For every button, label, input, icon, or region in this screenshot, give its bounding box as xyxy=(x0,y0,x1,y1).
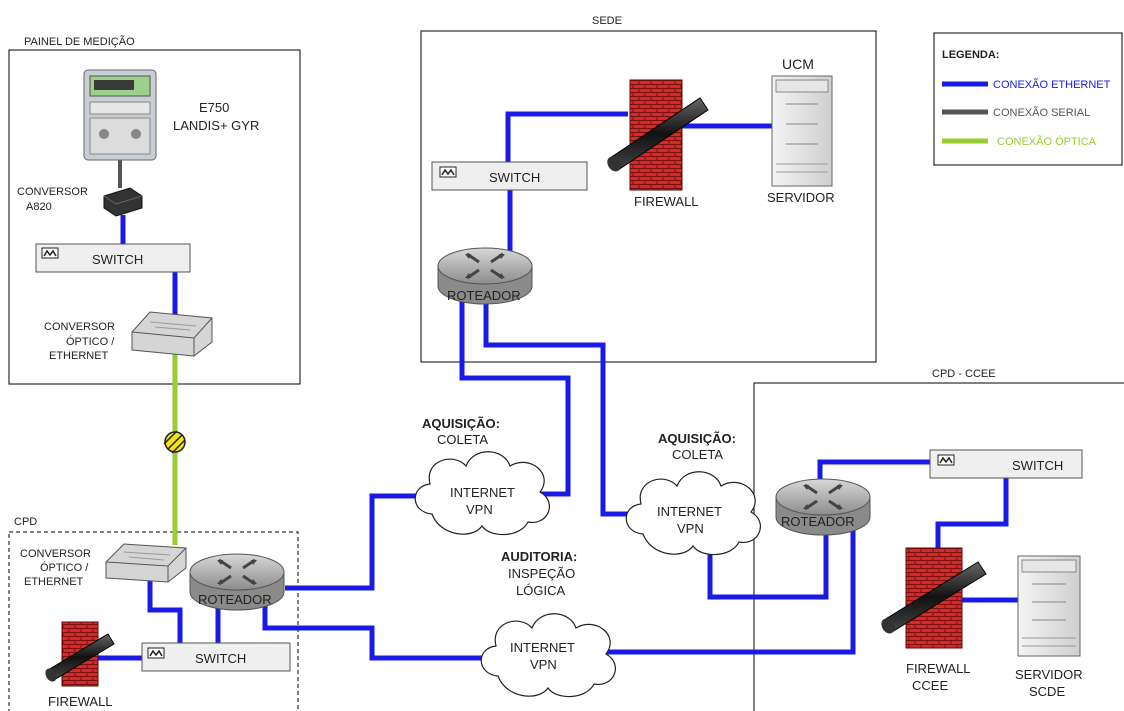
ccee-server-label-1: SERVIDOR xyxy=(1015,667,1083,682)
sede-server-icon xyxy=(771,75,833,187)
cloud1-line2: VPN xyxy=(466,502,493,517)
cloud1-head: AQUISIÇÃO: xyxy=(422,416,500,431)
converter-a820-label-2: A820 xyxy=(26,201,52,213)
painel-opt-label-1: CONVERSOR xyxy=(44,321,115,333)
sede-router-label: ROTEADOR xyxy=(447,288,521,303)
cloud2-line2: VPN xyxy=(677,521,704,536)
cloud-icon xyxy=(480,613,616,698)
cloud-2: AQUISIÇÃO: COLETA INTERNET VPN xyxy=(625,431,761,556)
eth-ccee-router-switch xyxy=(817,459,930,485)
cpd-switch-label: SWITCH xyxy=(195,651,246,666)
eth-cloud2-ccee-router xyxy=(707,532,829,600)
ccee-firewall-label-2: CCEE xyxy=(912,678,948,693)
converter-a820-label-1: CONVERSOR xyxy=(17,186,88,198)
cloud3-line2: VPN xyxy=(530,657,557,672)
meter-brand: LANDIS+ GYR xyxy=(173,118,259,133)
cpd-opt-label-3: ETHERNET xyxy=(24,576,84,588)
switch-icon xyxy=(147,647,165,659)
ccee-switch: SWITCH xyxy=(929,449,1083,479)
eth-sede-router-cloud2 xyxy=(483,302,636,517)
legend-serial: CONEXÃO SERIAL xyxy=(993,106,1090,119)
painel-opt-label-2: ÓPTICO / xyxy=(66,335,115,348)
painel-optical-converter-icon xyxy=(131,311,213,357)
ccee-switch-label: SWITCH xyxy=(1012,458,1063,473)
cloud1-line1: INTERNET xyxy=(450,485,515,500)
cloud2-sub: COLETA xyxy=(672,447,723,462)
cloud-1: AQUISIÇÃO: COLETA INTERNET VPN xyxy=(414,416,550,536)
eth-cpd-router-cloud1 xyxy=(285,493,428,591)
cpd-opt-label-2: ÓPTICO / xyxy=(40,561,89,574)
cpd-ccee-panel xyxy=(753,382,1124,711)
painel-switch: SWITCH xyxy=(35,243,191,273)
cpd-title: CPD xyxy=(14,516,37,528)
cloud3-head: AUDITORIA: xyxy=(501,549,577,564)
cpd-switch: SWITCH xyxy=(141,642,291,672)
cloud3-sub2: LÓGICA xyxy=(516,583,565,598)
painel-panel xyxy=(8,49,301,385)
cloud3-sub1: INSPEÇÃO xyxy=(508,566,575,581)
legend: LEGENDA: CONEXÃO ETHERNET CONEXÃO SERIAL… xyxy=(933,32,1123,166)
switch-icon xyxy=(41,247,59,259)
sede-switch-label: SWITCH xyxy=(489,170,540,185)
cpd-firewall-icon xyxy=(45,621,115,687)
cloud-3: AUDITORIA: INSPEÇÃO LÓGICA INTERNET VPN xyxy=(480,549,616,698)
eth-sede-router-cloud1 xyxy=(459,300,571,497)
switch-icon xyxy=(937,454,955,466)
eth-cpd-router-cloud3 xyxy=(262,605,494,661)
eth-ccee-switch-firewall xyxy=(935,478,1009,552)
legend-optica: CONEXÃO ÓPTICA xyxy=(997,135,1097,148)
cpd-router-label: ROTEADOR xyxy=(198,592,272,607)
cpd-ccee-title: CPD - CCEE xyxy=(932,368,996,380)
cloud2-head: AQUISIÇÃO: xyxy=(658,431,736,446)
ccee-router-label: ROTEADOR xyxy=(781,514,855,529)
painel-switch-label: SWITCH xyxy=(92,252,143,267)
legend-title: LEGENDA: xyxy=(942,49,999,61)
ccee-firewall-label-1: FIREWALL xyxy=(906,661,971,676)
cpd-optical-converter-icon xyxy=(105,543,187,583)
cloud3-line1: INTERNET xyxy=(510,640,575,655)
sede-title: SEDE xyxy=(592,15,622,27)
sede-server-label: SERVIDOR xyxy=(767,190,835,205)
legend-ethernet: CONEXÃO ETHERNET xyxy=(993,78,1111,91)
ccee-server-icon xyxy=(1017,555,1081,657)
ccee-firewall-icon xyxy=(881,547,987,649)
eth-sede-switch-firewall xyxy=(505,111,628,162)
ccee-server-label-2: SCDE xyxy=(1029,684,1065,699)
sede-firewall-label: FIREWALL xyxy=(634,194,699,209)
cloud1-sub: COLETA xyxy=(437,432,488,447)
cpd-opt-label-1: CONVERSOR xyxy=(20,548,91,560)
meter-model: E750 xyxy=(199,100,229,115)
painel-opt-label-3: ETHERNET xyxy=(49,350,109,362)
sede-switch: SWITCH xyxy=(431,161,588,191)
serial-converter-icon xyxy=(103,187,143,217)
cpd-firewall-label: FIREWALL xyxy=(48,694,113,709)
cpd-panel xyxy=(8,531,299,711)
switch-icon xyxy=(439,166,457,178)
sede-ucm-label: UCM xyxy=(782,56,814,72)
fiber-marker-icon xyxy=(163,430,186,454)
eth-cpd-optconv-router xyxy=(147,580,183,645)
sede-firewall-icon xyxy=(607,79,709,191)
connections xyxy=(96,111,1020,661)
eth-cloud3-ccee-router xyxy=(604,528,856,655)
painel-title: PAINEL DE MEDIÇÃO xyxy=(24,35,135,48)
sede-panel xyxy=(420,30,877,363)
meter-icon xyxy=(83,69,157,161)
cloud2-line1: INTERNET xyxy=(657,504,722,519)
